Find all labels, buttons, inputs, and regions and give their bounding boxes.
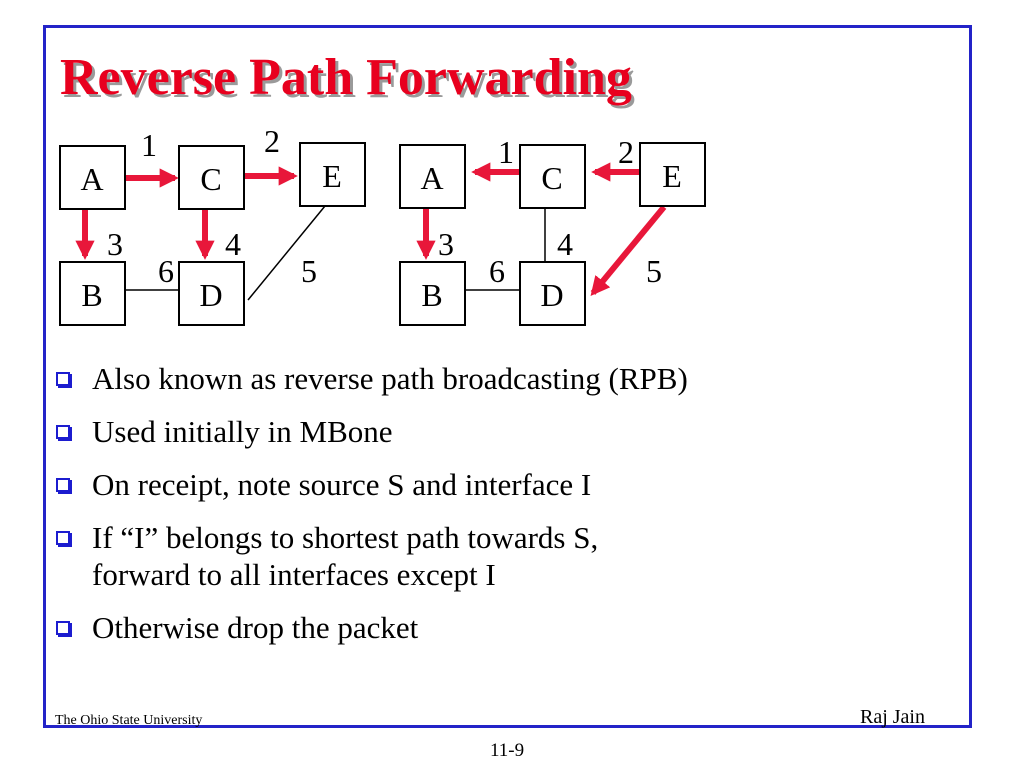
checkbox-bullet-icon: [56, 478, 70, 492]
right-diagram: A C E B D 1 2 3 4 6 5: [399, 134, 706, 326]
left-edge-ed-line: [247, 205, 326, 301]
right-edge-ed-arrow: [590, 205, 667, 296]
left-edge-label-2: 2: [264, 123, 280, 159]
checkbox-bullet-icon: [56, 621, 70, 635]
left-node-d-label: D: [199, 277, 222, 313]
left-node-c-box: [178, 145, 245, 210]
right-node-e-label: E: [662, 158, 682, 194]
left-node-a-label: A: [80, 161, 103, 197]
slide-title: Reverse Path Forwarding: [60, 49, 632, 106]
left-diagram: A C E B D 1 2 3 4 6 5: [59, 123, 366, 326]
right-node-d-label: D: [540, 277, 563, 313]
checkbox-bullet-icon: [56, 372, 70, 386]
bullet-item: On receipt, note source S and interface …: [56, 466, 936, 503]
left-node-c-label: C: [200, 161, 221, 197]
bullet-item: If “I” belongs to shortest path towards …: [56, 519, 936, 593]
right-node-c-box: [519, 144, 586, 209]
right-node-a-label: A: [420, 160, 443, 196]
right-edge-label-5: 5: [646, 253, 662, 289]
left-edge-label-5: 5: [301, 253, 317, 289]
left-edge-label-3: 3: [107, 226, 123, 262]
right-node-d-box: [519, 261, 586, 326]
left-edge-label-1: 1: [141, 127, 157, 163]
bullet-list: Also known as reverse path broadcasting …: [56, 360, 936, 662]
right-node-b-box: [399, 261, 466, 326]
footer-institution: The Ohio State University: [55, 713, 203, 728]
footer-author: Raj Jain: [860, 706, 925, 728]
left-edge-label-6: 6: [158, 253, 174, 289]
checkbox-bullet-icon: [56, 531, 70, 545]
page-number: 11-9: [490, 740, 525, 761]
checkbox-bullet-icon: [56, 425, 70, 439]
right-node-c-label: C: [541, 160, 562, 196]
bullet-item: Used initially in MBone: [56, 413, 936, 450]
right-node-b-label: B: [421, 277, 442, 313]
right-edge-label-3: 3: [438, 226, 454, 262]
left-node-b-label: B: [81, 277, 102, 313]
left-node-e-box: [299, 142, 366, 207]
bullet-item: Otherwise drop the packet: [56, 609, 936, 646]
left-node-a-box: [59, 145, 126, 210]
right-edge-label-1: 1: [498, 134, 514, 170]
right-edge-label-6: 6: [489, 253, 505, 289]
right-edge-label-4: 4: [557, 226, 573, 262]
right-edge-label-2: 2: [618, 134, 634, 170]
right-node-e-box: [639, 142, 706, 207]
left-edge-label-4: 4: [225, 226, 241, 262]
bullet-item: Also known as reverse path broadcasting …: [56, 360, 936, 397]
left-node-b-box: [59, 261, 126, 326]
right-node-a-box: [399, 144, 466, 209]
left-node-e-label: E: [322, 158, 342, 194]
slide-frame: [43, 25, 972, 728]
left-node-d-box: [178, 261, 245, 326]
